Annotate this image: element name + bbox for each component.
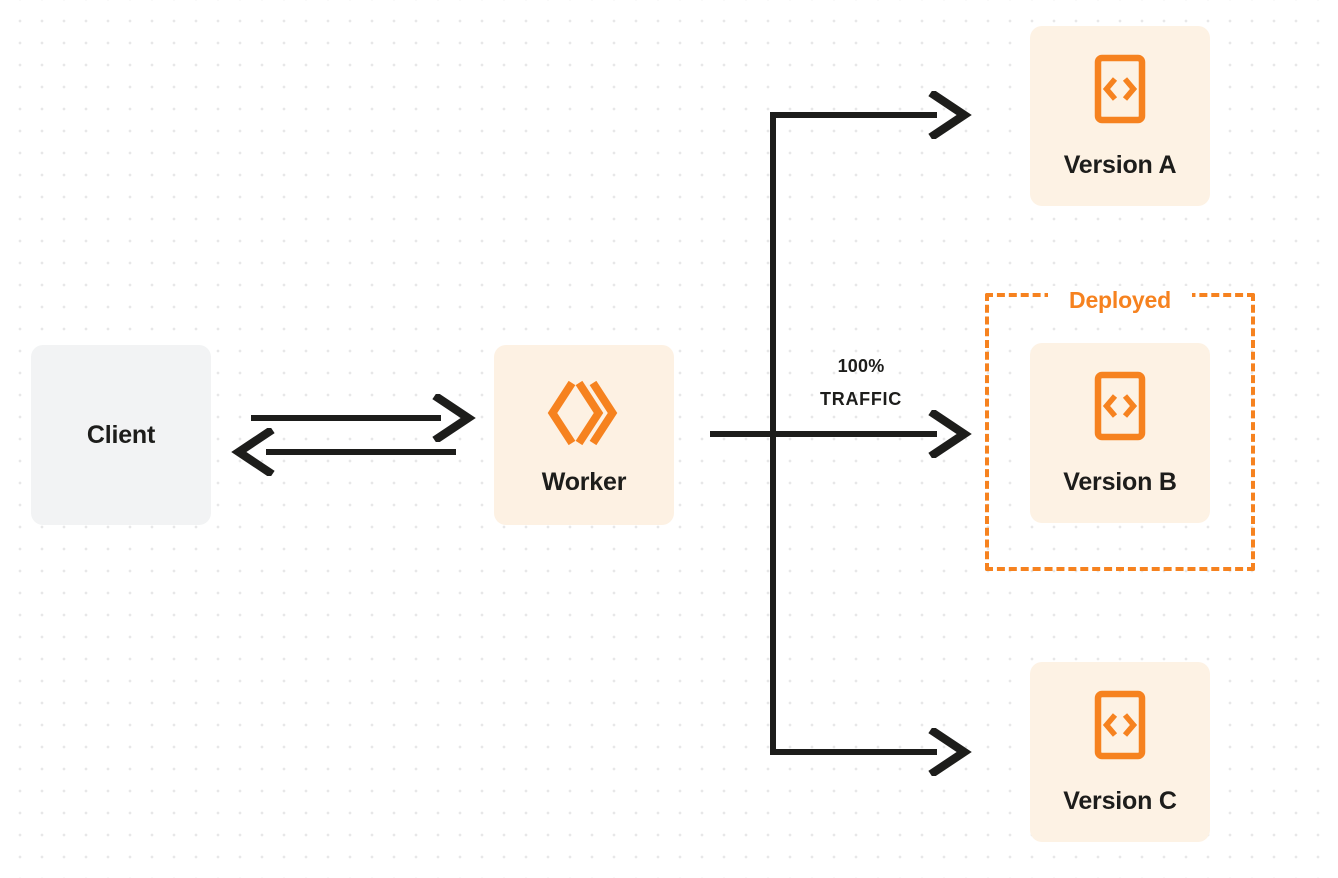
traffic-percent-value: 100% xyxy=(837,356,885,376)
node-client-label: Client xyxy=(86,420,156,449)
cloudflare-workers-logo-icon xyxy=(545,374,623,452)
node-version-c-label: Version C xyxy=(1063,786,1177,815)
traffic-word-label: TRAFFIC xyxy=(820,389,902,409)
node-client[interactable]: Client xyxy=(31,345,211,525)
node-version-b[interactable]: Version B xyxy=(1030,343,1210,523)
node-version-b-label: Version B xyxy=(1063,467,1177,496)
node-worker[interactable]: Worker xyxy=(494,345,674,525)
deployed-group-label: Deployed xyxy=(1048,286,1192,314)
code-file-icon xyxy=(1089,370,1151,450)
node-version-a-label: Version A xyxy=(1063,150,1177,179)
node-worker-label: Worker xyxy=(541,467,627,496)
code-file-icon xyxy=(1089,689,1151,769)
node-version-a[interactable]: Version A xyxy=(1030,26,1210,206)
traffic-label: 100% TRAFFIC xyxy=(786,350,936,416)
node-version-c[interactable]: Version C xyxy=(1030,662,1210,842)
code-file-icon xyxy=(1089,53,1151,133)
